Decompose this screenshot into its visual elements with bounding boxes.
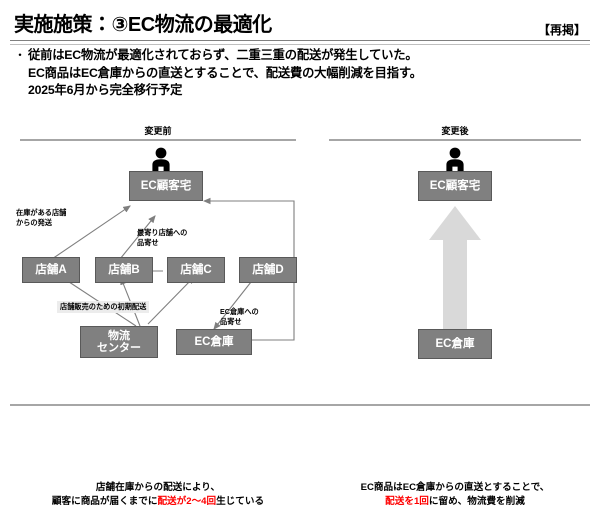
node-store-d[interactable]: 店舗D (239, 257, 297, 283)
after-caption: EC商品はEC倉庫からの直送とすることで、 配送を1回に留め、物流費を削減 (318, 481, 592, 509)
after-panel-header: 変更後 (318, 126, 592, 144)
before-caption-highlight: 配送が2～4回 (157, 496, 217, 507)
after-heading-rule (328, 139, 582, 141)
after-caption-highlight: 配送を1回 (385, 496, 429, 507)
after-caption-line-1: EC商品はEC倉庫からの直送とすることで、 (360, 482, 550, 493)
after-diagram: EC顧客宅 EC倉庫 (318, 144, 592, 359)
before-caption-pre: 顧客に商品が届くまでに (51, 496, 158, 507)
before-heading: 変更前 (144, 126, 172, 136)
stock-shipment-line-1: 在庫がある店舗 (16, 208, 67, 217)
nearest-store-line-1: 最寄り店舗への (137, 228, 188, 237)
reprint-badge: 【再掲】 (537, 23, 586, 37)
before-caption-line-2: 顧客に商品が届くまでに配送が2～4回生じている (8, 495, 308, 509)
before-panel: 変更前 (8, 126, 308, 507)
edge-label-nearest-store: 最寄り店舗への 品寄せ (137, 228, 187, 247)
node-store-c[interactable]: 店舗C (167, 257, 225, 283)
edge-label-stock-shipment: 在庫がある店舗 からの発送 (16, 208, 66, 227)
to-warehouse-line-1: EC倉庫への (220, 307, 259, 316)
edge-label-initial-delivery: 店舗販売のための初期配送 (57, 301, 150, 313)
before-panel-header: 変更前 (8, 126, 308, 144)
distribution-center-line-1: 物流 (108, 329, 130, 342)
bullet-line-2: EC商品はEC倉庫からの直送とすることで、配送費の大幅削減を目指す。 (28, 65, 422, 80)
before-caption-post: 生じている (216, 496, 265, 507)
before-heading-rule (20, 139, 296, 141)
node-distribution-center[interactable]: 物流 センター (80, 326, 158, 358)
bullet-item: ・ 従前はEC物流が最適化されておらず、二重三重の配送が発生していた。 EC商品… (14, 47, 574, 100)
before-caption: 店舗在庫からの配送により、 顧客に商品が届くまでに配送が2～4回生じている (8, 481, 308, 509)
bullet-marker: ・ (14, 48, 27, 62)
nearest-store-line-2: 品寄せ (137, 237, 159, 247)
title-divider (10, 40, 590, 45)
to-warehouse-line-2: 品寄せ (220, 316, 242, 326)
node-ec-customer-home[interactable]: EC顧客宅 (129, 171, 203, 201)
bullet-list: ・ 従前はEC物流が最適化されておらず、二重三重の配送が発生していた。 EC商品… (14, 47, 574, 100)
node-store-a[interactable]: 店舗A (22, 257, 80, 283)
bullet-line-1: 従前はEC物流が最適化されておらず、二重三重の配送が発生していた。 (28, 48, 418, 62)
edge-label-to-warehouse: EC倉庫への 品寄せ (220, 307, 259, 326)
node-ec-customer-home[interactable]: EC顧客宅 (418, 171, 492, 201)
after-caption-line-2: 配送を1回に留め、物流費を削減 (318, 495, 592, 509)
stock-shipment-line-2: からの発送 (16, 217, 52, 227)
distribution-center-line-2: センター (97, 342, 141, 354)
upward-flow-arrow (429, 206, 481, 330)
page-title: 実施施策：③EC物流の最適化 (14, 14, 272, 36)
node-store-b[interactable]: 店舗B (95, 257, 153, 283)
bullet-text: 従前はEC物流が最適化されておらず、二重三重の配送が発生していた。 EC商品はE… (28, 47, 574, 100)
after-caption-post: に留め、物流費を削減 (428, 496, 525, 507)
node-ec-warehouse[interactable]: EC倉庫 (176, 329, 252, 355)
after-panel: 変更後 EC顧客宅 EC倉庫 EC商品はEC倉庫からの直送とすることで、 配送を… (318, 126, 592, 507)
bullet-line-3: 2025年6月から完全移行予定 (28, 83, 183, 97)
node-ec-warehouse[interactable]: EC倉庫 (418, 329, 492, 359)
before-diagram: EC顧客宅 店舗A 店舗B 店舗C 店舗D 物流 センター EC倉庫 在庫がある… (8, 144, 308, 358)
footer-divider (10, 404, 590, 406)
before-caption-line-1: 店舗在庫からの配送により、 (95, 482, 221, 493)
after-heading: 変更後 (441, 126, 469, 136)
